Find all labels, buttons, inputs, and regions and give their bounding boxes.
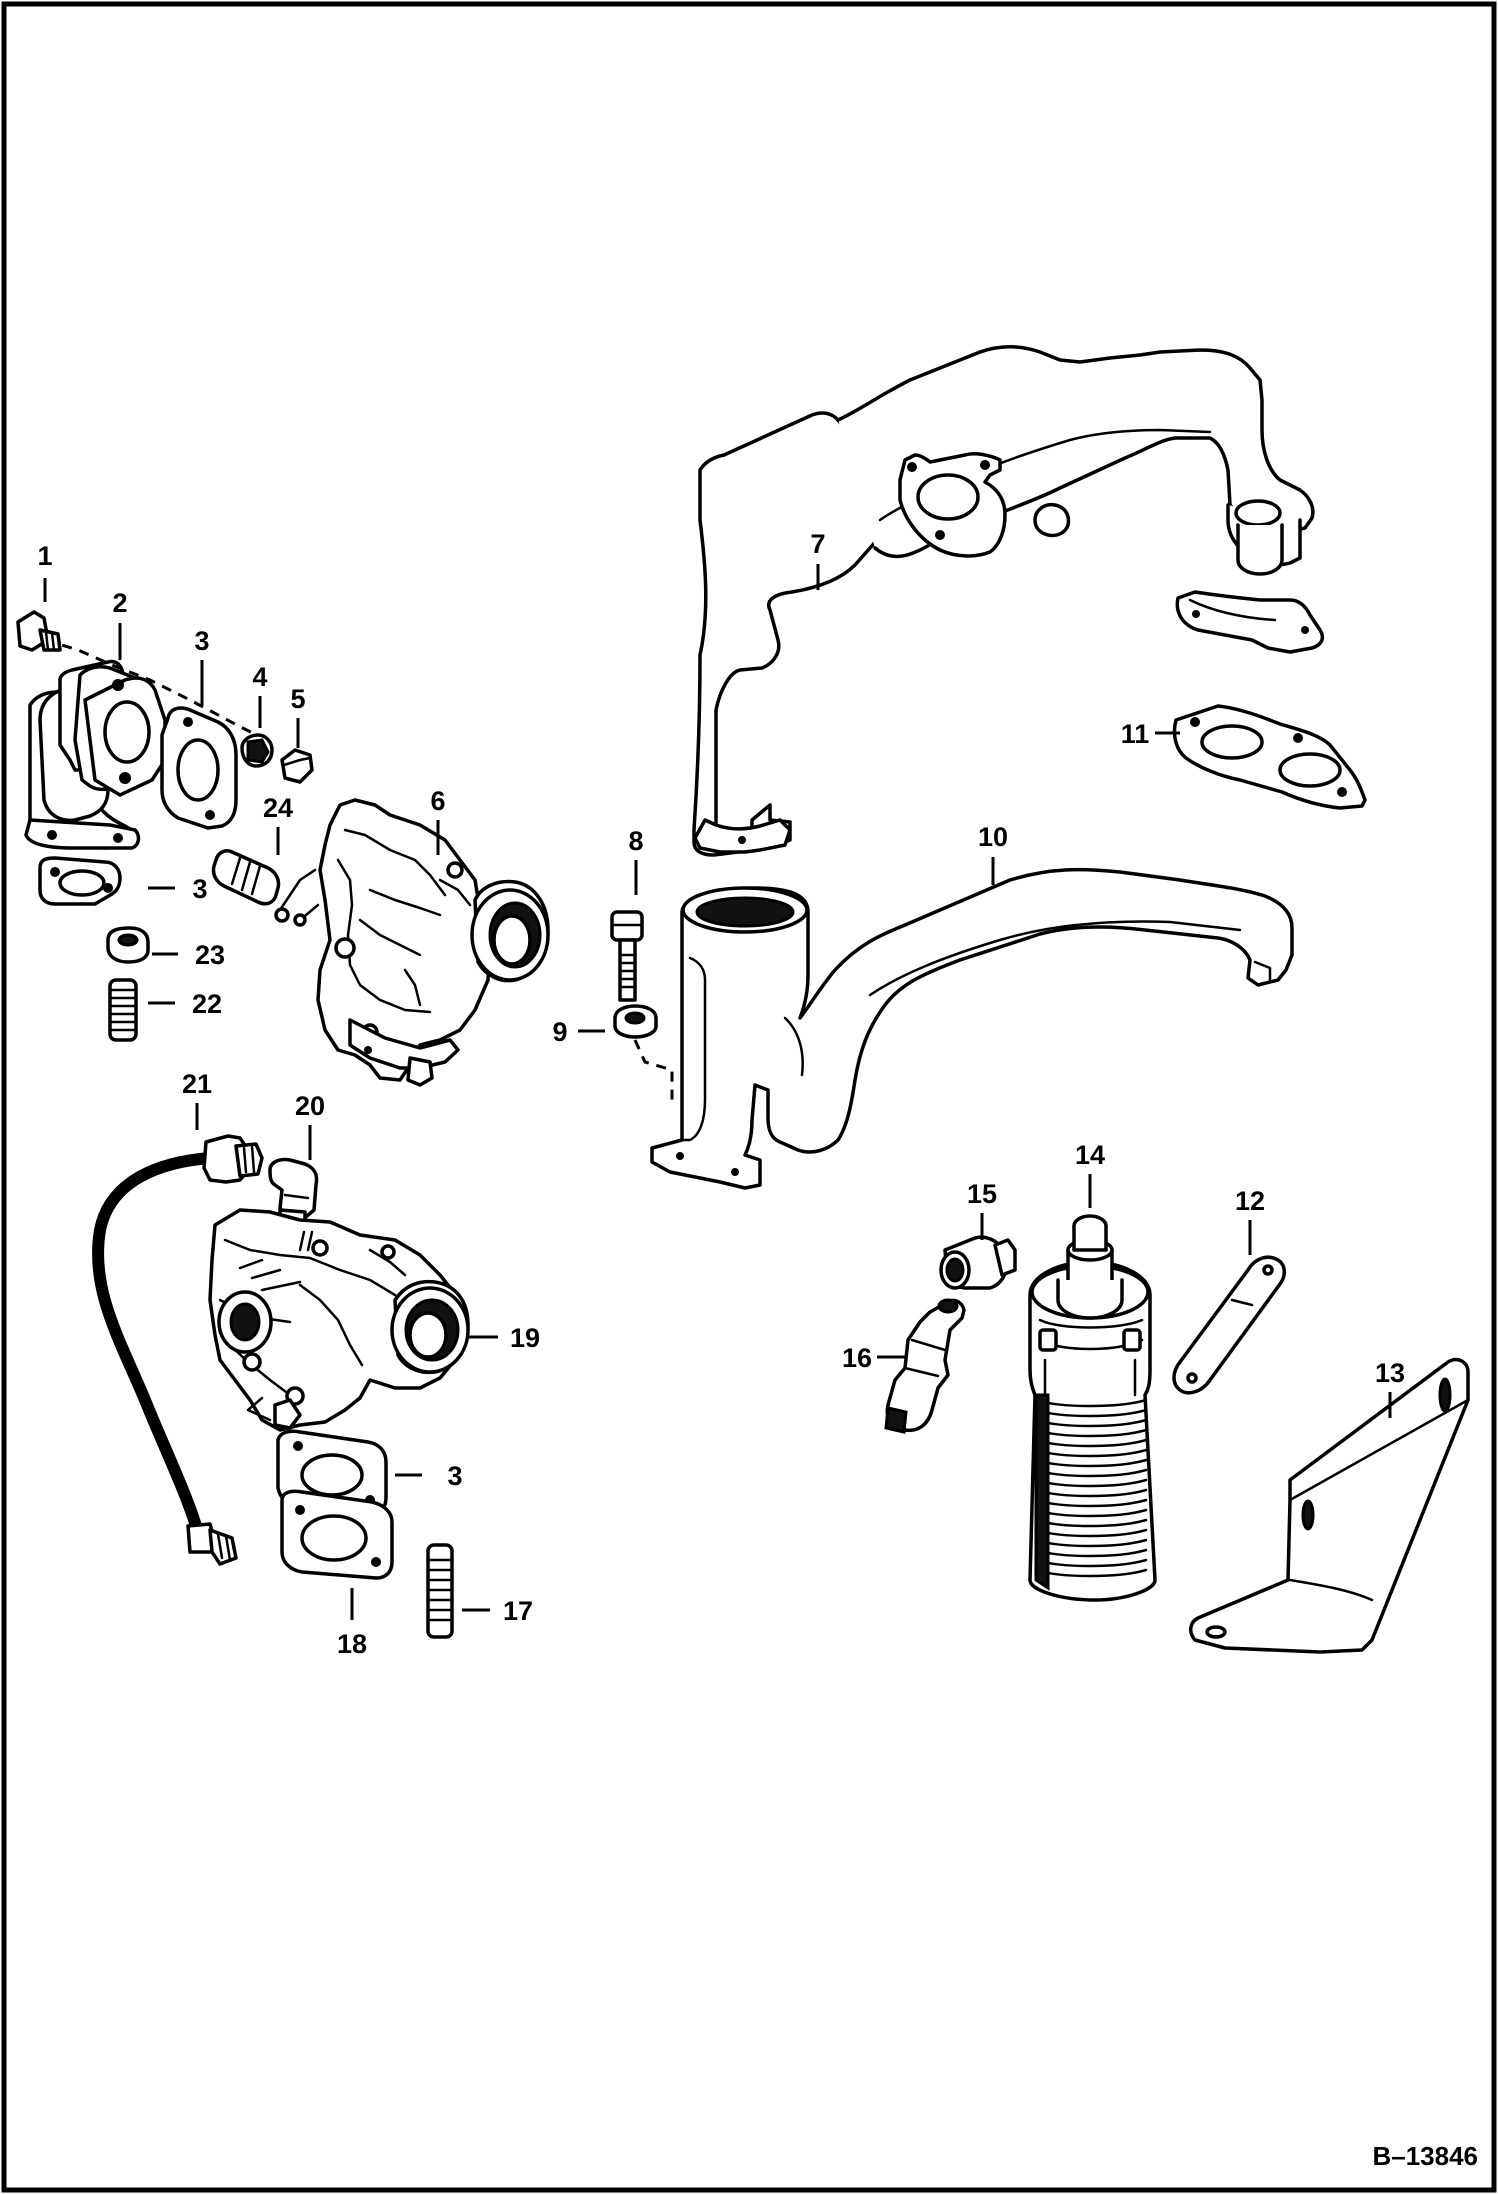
part-2-elbow-housing bbox=[24, 659, 167, 850]
part-9-washer bbox=[613, 1004, 658, 1039]
callout-1: 1 bbox=[37, 541, 52, 571]
part-19-carburetor-body bbox=[208, 1208, 470, 1432]
part-18-spacer-gasket bbox=[280, 1489, 394, 1580]
callout-4: 4 bbox=[252, 662, 267, 692]
part-6-carburetor bbox=[274, 798, 550, 1087]
part-3-gasket-upper bbox=[160, 706, 238, 830]
part-22-stud bbox=[108, 978, 138, 1042]
callout-10: 10 bbox=[978, 822, 1008, 852]
part-15-elbow-fitting bbox=[939, 1235, 1017, 1290]
callout-3-lower: 3 bbox=[447, 1461, 462, 1491]
part-5-nut bbox=[280, 748, 314, 784]
part-14-fuel-filter bbox=[1028, 1214, 1157, 1602]
callout-5: 5 bbox=[290, 684, 305, 714]
part-7-intake-manifold bbox=[692, 345, 1325, 857]
callout-3-middle: 3 bbox=[192, 874, 207, 904]
part-17-stud bbox=[426, 1543, 454, 1639]
part-1-bolt bbox=[16, 610, 62, 652]
callout-2: 2 bbox=[112, 588, 127, 618]
callout-3: 3 bbox=[194, 626, 209, 656]
callout-18: 18 bbox=[337, 1629, 367, 1659]
figure-reference: B–13846 bbox=[1372, 2141, 1478, 2171]
part-3-gasket-middle bbox=[38, 856, 122, 906]
part-10-manifold-pipe bbox=[633, 867, 1294, 1190]
callout-21: 21 bbox=[182, 1069, 212, 1099]
callout-22: 22 bbox=[192, 989, 222, 1019]
part-8-bolt bbox=[610, 910, 644, 1002]
callout-8: 8 bbox=[628, 826, 643, 856]
callout-24: 24 bbox=[263, 793, 293, 823]
part-16-fitting bbox=[884, 1298, 966, 1434]
part-4-washer bbox=[240, 733, 274, 768]
callout-20: 20 bbox=[295, 1091, 325, 1121]
callout-17: 17 bbox=[503, 1596, 533, 1626]
leader-lines bbox=[43, 564, 1392, 1620]
callout-7: 7 bbox=[810, 529, 825, 559]
callout-15: 15 bbox=[967, 1179, 997, 1209]
part-24-stud bbox=[211, 849, 281, 906]
callout-12: 12 bbox=[1235, 1186, 1265, 1216]
callout-16: 16 bbox=[842, 1343, 872, 1373]
callout-6: 6 bbox=[430, 786, 445, 816]
callout-19: 19 bbox=[510, 1323, 540, 1353]
part-23-nut bbox=[106, 926, 150, 964]
callout-23: 23 bbox=[195, 940, 225, 970]
part-13-mounting-bracket bbox=[1189, 1357, 1470, 1654]
part-21-fuel-hose bbox=[92, 1134, 264, 1566]
part-11-manifold-gasket bbox=[1172, 704, 1367, 810]
part-12-bracket-strap bbox=[1172, 1255, 1286, 1395]
callout-13: 13 bbox=[1375, 1358, 1405, 1388]
callout-9: 9 bbox=[552, 1017, 567, 1047]
callout-11: 11 bbox=[1121, 719, 1150, 749]
callout-labels: 1 2 3 4 5 24 3 23 22 6 7 11 8 9 10 21 20… bbox=[37, 529, 1405, 1659]
callout-14: 14 bbox=[1075, 1140, 1105, 1170]
